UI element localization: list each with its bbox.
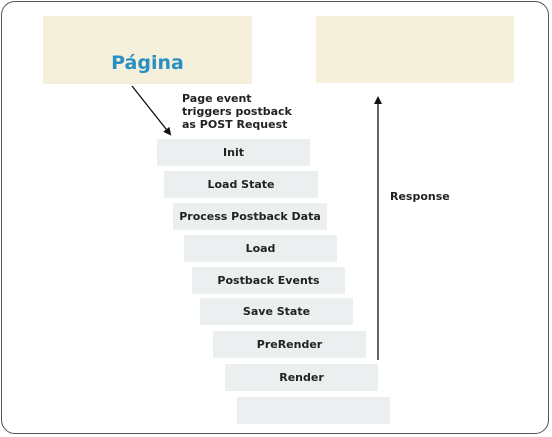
trigger-note-line: triggers postback <box>182 105 292 118</box>
page-label: Página <box>111 52 184 74</box>
step-render: Render <box>225 364 378 391</box>
step-load-state: Load State <box>164 171 318 198</box>
request-arrow <box>131 85 172 136</box>
step-prerender: PreRender <box>213 331 366 358</box>
trigger-note-line: Page event <box>182 92 252 105</box>
client-page-box: Página <box>43 16 252 84</box>
step-load: Load <box>184 235 337 262</box>
response-page-box <box>316 16 514 83</box>
step-init: Init <box>157 139 310 166</box>
step-save-state: Save State <box>200 298 353 325</box>
step-postback-events: Postback Events <box>192 267 345 294</box>
step-final <box>237 397 390 424</box>
trigger-note-line: as POST Request <box>182 118 288 131</box>
trigger-note: Page event triggers postback as POST Req… <box>182 92 312 131</box>
step-process-postback-data: Process Postback Data <box>173 203 327 230</box>
response-label: Response <box>390 190 450 203</box>
